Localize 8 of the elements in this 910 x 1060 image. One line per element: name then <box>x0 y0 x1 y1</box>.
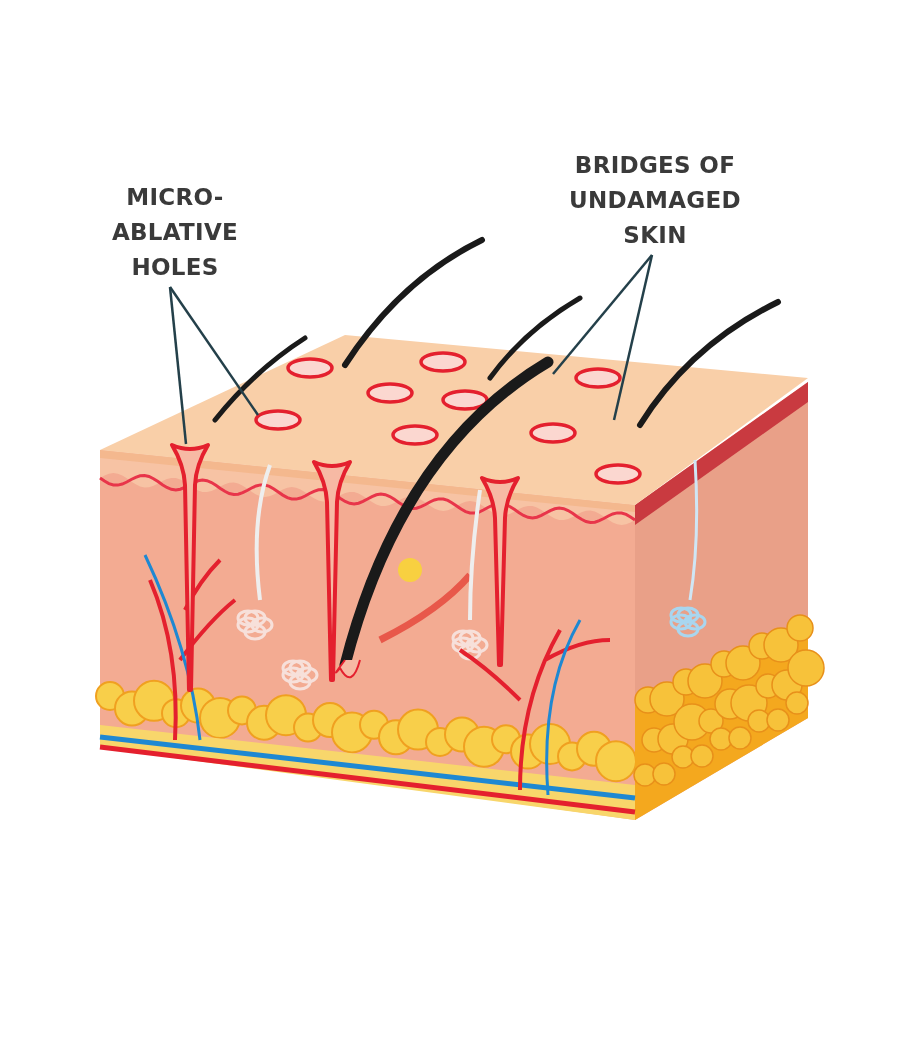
ablation-hole-channel <box>170 443 210 692</box>
callout-label: BRIDGES OF UNDAMAGED SKIN <box>545 148 765 253</box>
surface-hole <box>254 409 302 431</box>
leader-line <box>552 254 653 375</box>
leader-line <box>168 286 188 445</box>
leader-line <box>168 286 260 416</box>
callout-label: MICRO-ABLATIVE HOLES <box>95 180 255 285</box>
leader-line <box>612 254 654 421</box>
